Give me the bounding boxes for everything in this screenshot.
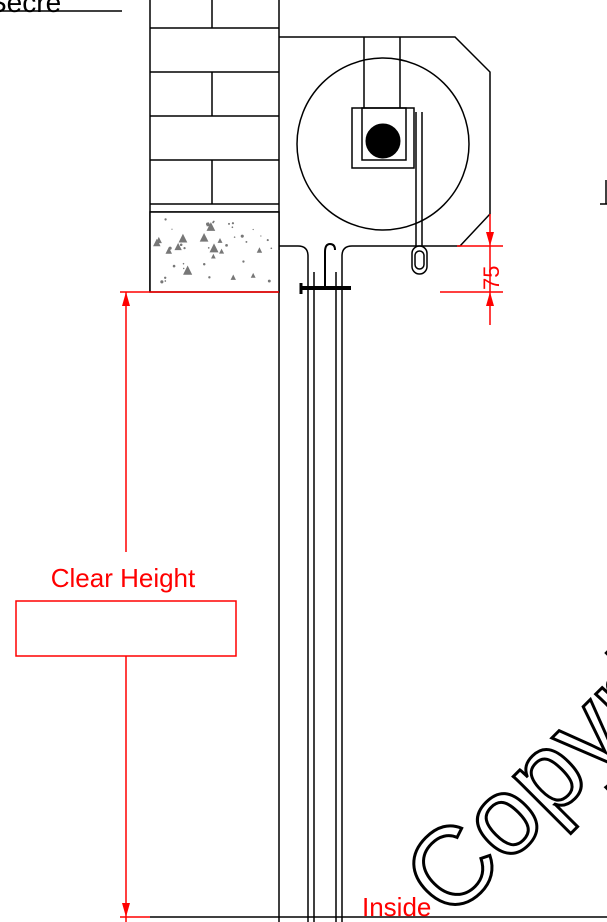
roller-curtain-outline xyxy=(296,57,470,231)
concrete-speck xyxy=(212,221,215,224)
concrete-speck xyxy=(240,234,244,238)
concrete-speck xyxy=(252,228,254,231)
box-offset-dimension: 75 xyxy=(440,214,504,325)
concrete-speck xyxy=(182,262,185,265)
concrete-speck xyxy=(245,240,248,243)
concrete-speck xyxy=(270,247,273,250)
concrete-speck xyxy=(171,228,173,230)
concrete-speck xyxy=(266,239,269,242)
bottom-rail xyxy=(299,242,351,294)
concrete-speck xyxy=(211,253,216,259)
concrete-speck xyxy=(219,248,225,254)
concrete-speck xyxy=(260,235,262,237)
concrete-speck xyxy=(231,226,234,229)
concrete-speck xyxy=(250,272,256,278)
concrete-speck xyxy=(164,276,167,279)
clear-height-input[interactable] xyxy=(15,600,237,657)
inside-label: Inside xyxy=(362,892,431,922)
concrete-speck xyxy=(179,243,183,247)
section-title-text: Secre xyxy=(0,0,61,18)
concrete-speck xyxy=(153,238,161,247)
clear-height-dimension: Clear Height xyxy=(15,291,279,922)
concrete-speck xyxy=(172,264,176,268)
shutter-roller xyxy=(296,37,470,231)
concrete-speck xyxy=(256,247,263,253)
concrete-speck xyxy=(233,236,236,238)
concrete-speck xyxy=(242,260,245,263)
concrete-speck xyxy=(208,276,211,279)
concrete-speck xyxy=(202,263,206,266)
concrete-speck xyxy=(199,232,209,242)
concrete-speck xyxy=(178,233,188,243)
box-offset-value: 75 xyxy=(479,266,504,290)
concrete-speck xyxy=(207,247,210,249)
concrete-speck xyxy=(164,218,167,221)
concrete-speck xyxy=(183,247,186,250)
cropped-right-label xyxy=(600,180,607,205)
concrete-speck xyxy=(209,243,219,253)
concrete-speck xyxy=(165,247,173,254)
concrete-speck xyxy=(230,274,236,280)
hook-icon xyxy=(324,242,336,286)
concrete-speck xyxy=(217,238,223,243)
concrete-speck xyxy=(182,267,185,270)
concrete-lintel xyxy=(149,211,280,293)
concrete-speck xyxy=(174,242,182,251)
concrete-speck xyxy=(160,280,164,284)
concrete-speck xyxy=(164,280,167,282)
concrete-speck xyxy=(231,222,235,225)
shutter-box xyxy=(278,36,491,922)
concrete-speckles xyxy=(153,218,273,284)
copyright-watermark: Copyrig xyxy=(380,584,607,922)
section-title: Secre xyxy=(0,0,122,18)
concrete-speck xyxy=(225,243,228,247)
concrete-speck xyxy=(183,265,193,275)
concrete-speck xyxy=(206,222,216,231)
concrete-speck xyxy=(228,222,231,225)
axle-icon xyxy=(365,123,401,159)
concrete-speck xyxy=(206,222,210,226)
concrete-speck xyxy=(267,279,271,283)
clear-height-label: Clear Height xyxy=(51,563,196,593)
pull-cord xyxy=(411,112,428,275)
pull-handle-icon xyxy=(411,245,428,275)
